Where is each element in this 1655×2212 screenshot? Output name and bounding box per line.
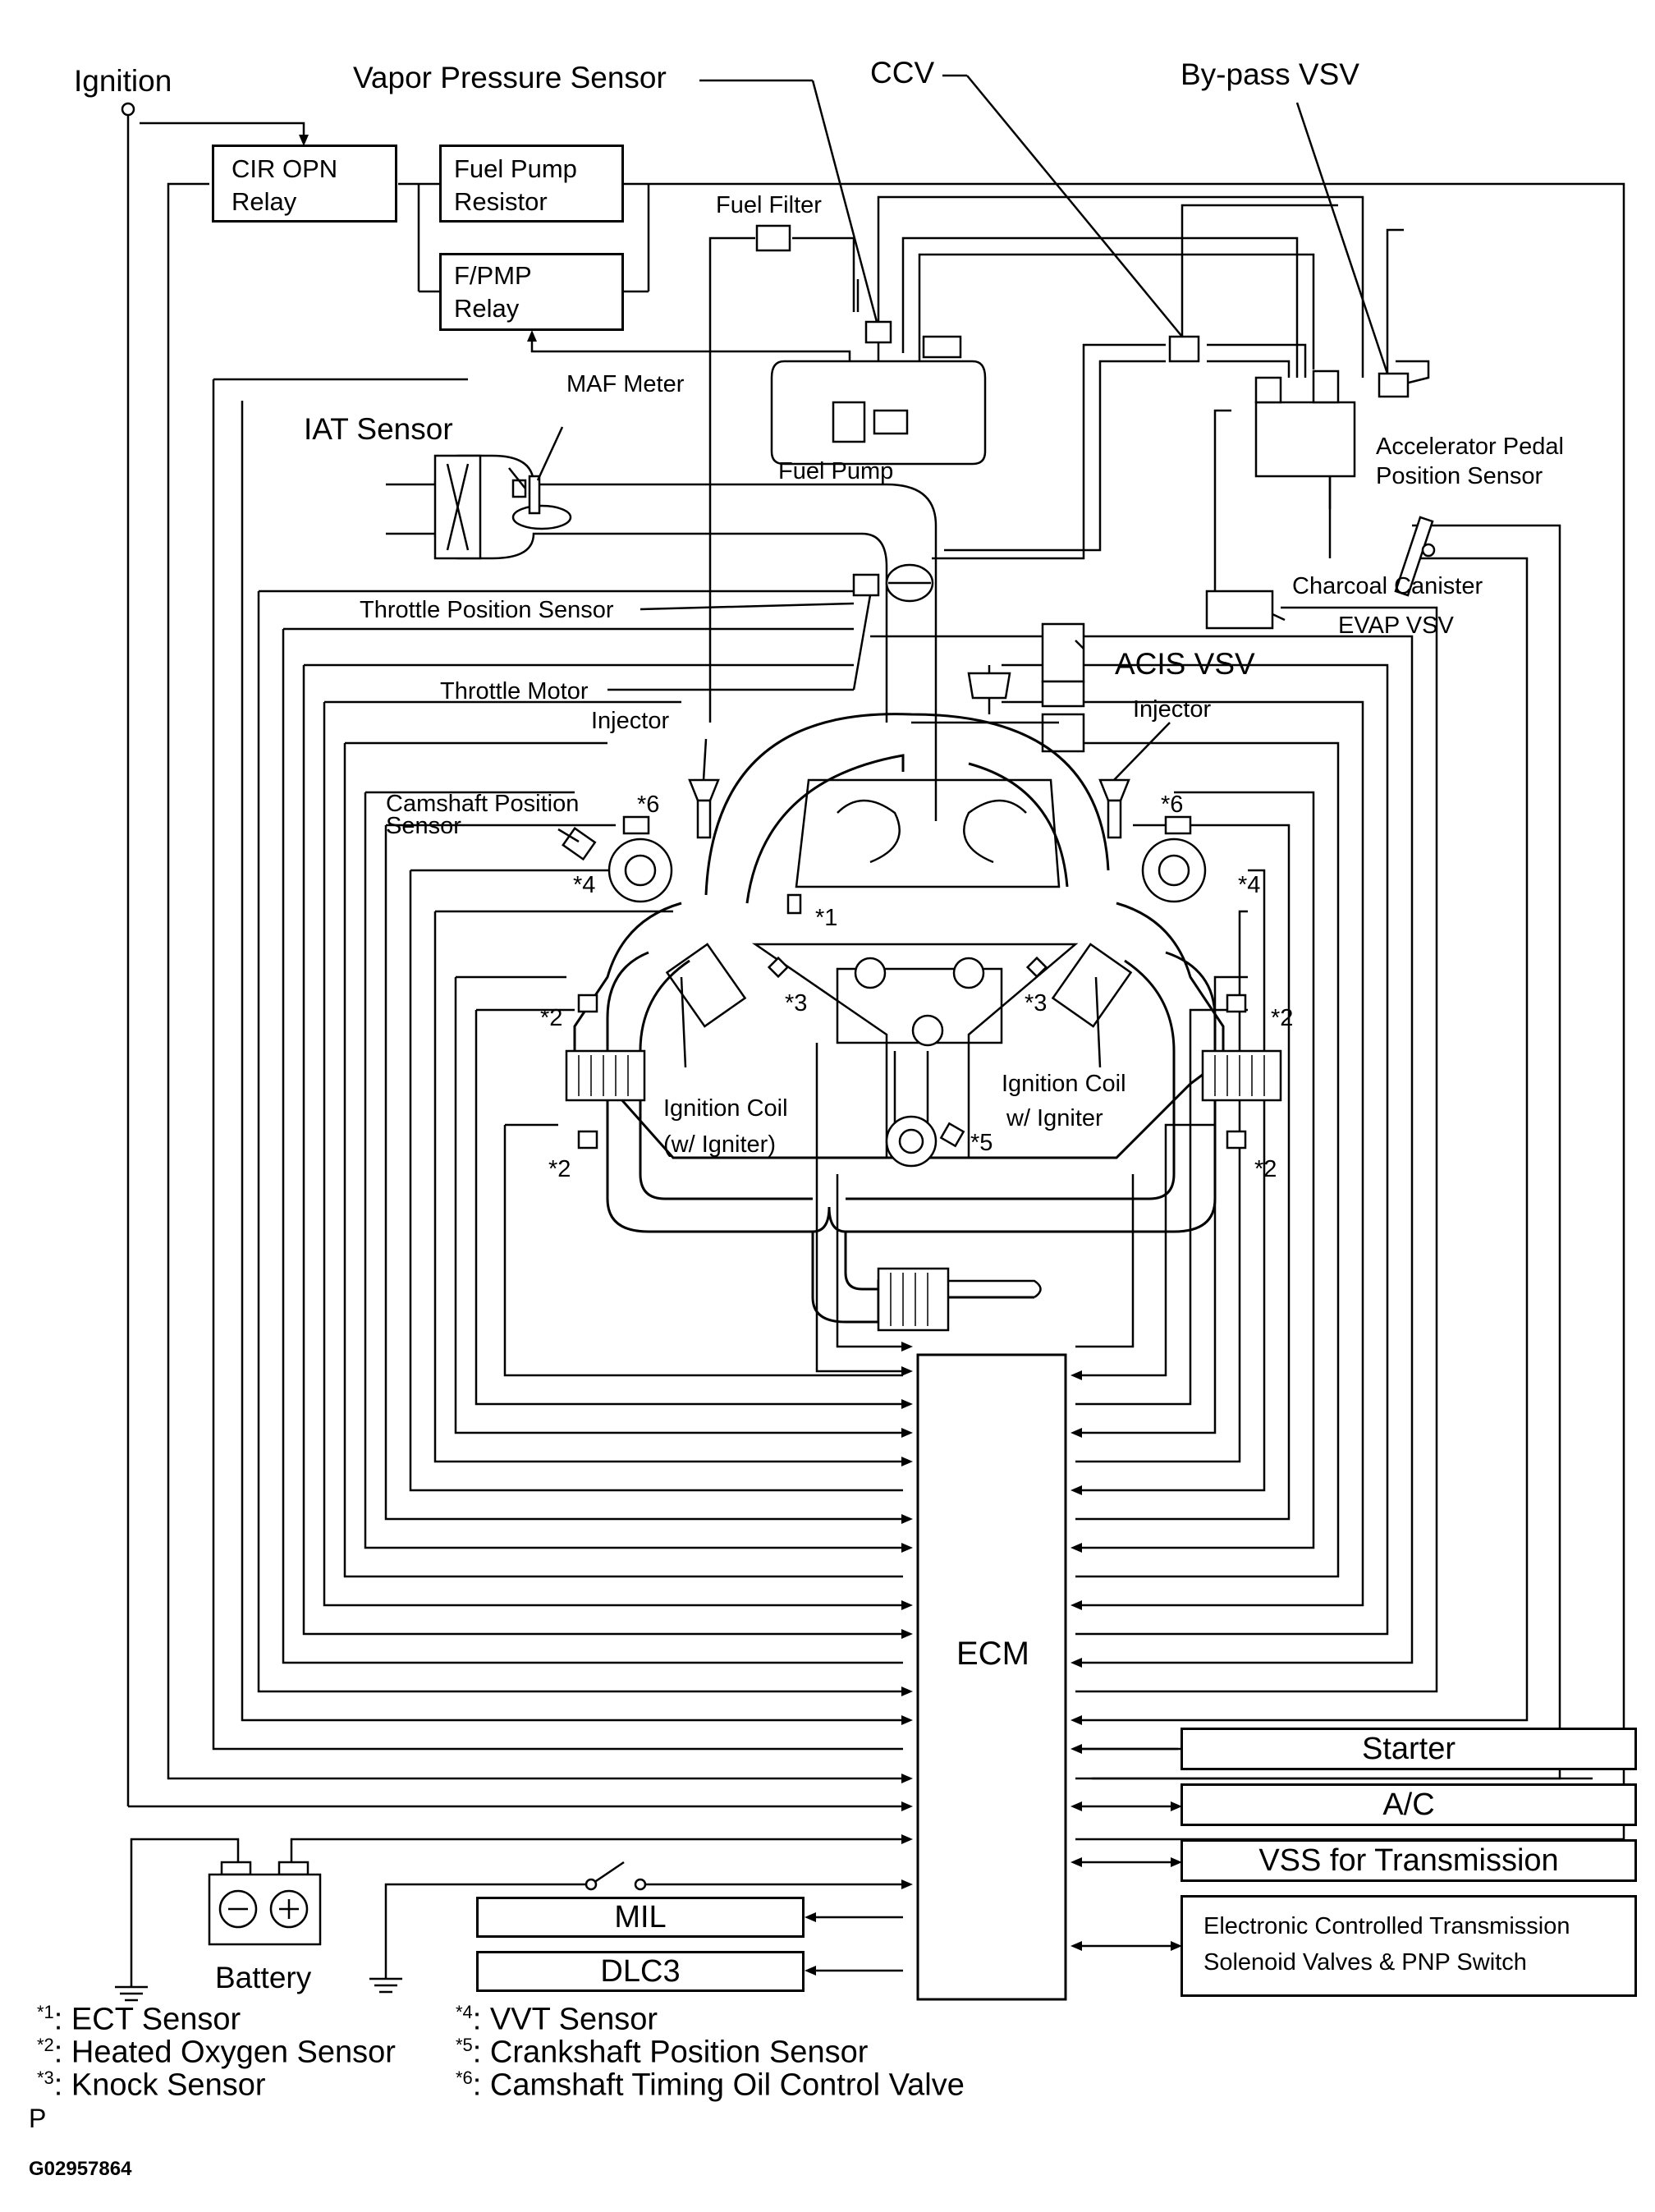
fpmp-relay-box: [439, 253, 624, 331]
legend-3-mark: *3: [37, 2067, 54, 2088]
legend-2-mark: *2: [37, 2035, 54, 2055]
legend-2: *2: Heated Oxygen Sensor: [37, 2035, 396, 2071]
ccv-label: CCV: [870, 56, 935, 89]
iat-sensor-label: IAT Sensor: [304, 412, 453, 446]
marker-2-right-lower: *2: [1254, 1156, 1277, 1182]
camshaft-position-sensor-label-line2: Sensor: [386, 813, 461, 839]
starter-box: Starter: [1181, 1728, 1637, 1770]
marker-1: *1: [815, 905, 838, 931]
fuel-pump-resistor-box: [439, 145, 624, 223]
fuel-pump-label: Fuel Pump: [778, 458, 894, 484]
legend-4-text: : VVT Sensor: [472, 2002, 658, 2037]
legend-5-text: : Crankshaft Position Sensor: [472, 2035, 869, 2070]
ignition-label: Ignition: [74, 64, 172, 98]
fpmp-relay-line1: F/PMP: [454, 261, 532, 290]
marker-6-right: *6: [1161, 792, 1184, 818]
marker-3-right: *3: [1025, 990, 1048, 1017]
legend-1-mark: *1: [37, 2002, 54, 2022]
accelerator-pedal-label-line1: Accelerator Pedal: [1376, 434, 1564, 460]
ac-box: A/C: [1181, 1783, 1637, 1826]
ignition-coil-left-label-line2: (w/ Igniter): [663, 1131, 776, 1158]
marker-3-left: *3: [785, 990, 808, 1017]
ect-solenoid-line1: Electronic Controlled Transmission: [1203, 1913, 1570, 1939]
fuel-pump-resistor-line2: Resistor: [454, 187, 548, 216]
charcoal-canister-label: Charcoal Canister: [1292, 573, 1483, 599]
legend-2-text: : Heated Oxygen Sensor: [53, 2035, 396, 2070]
vss-box: VSS for Transmission: [1181, 1839, 1637, 1882]
marker-6-left: *6: [637, 792, 660, 818]
legend-5-mark: *5: [456, 2035, 473, 2055]
marker-2-left-lower: *2: [548, 1156, 571, 1182]
legend-4: *4: VVT Sensor: [456, 2002, 658, 2038]
legend-1: *1: ECT Sensor: [37, 2002, 241, 2038]
throttle-position-sensor-label: Throttle Position Sensor: [360, 597, 614, 623]
cir-opn-relay-line1: CIR OPN: [232, 154, 338, 183]
legend-6-text: : Camshaft Timing Oil Control Valve: [472, 2067, 965, 2103]
figure-code: G02957864: [29, 2158, 132, 2180]
ecm-label: ECM: [956, 1636, 1029, 1672]
camshaft-position-sensor-label-line1: Camshaft Position: [386, 791, 580, 817]
legend-6: *6: Camshaft Timing Oil Control Valve: [456, 2067, 965, 2104]
mil-box: MIL: [476, 1897, 805, 1938]
vapor-pressure-sensor-label: Vapor Pressure Sensor: [353, 61, 667, 94]
ignition-coil-left-label-line1: Ignition Coil: [663, 1095, 788, 1122]
fpmp-relay-line2: Relay: [454, 294, 520, 323]
ect-solenoid-line2: Solenoid Valves & PNP Switch: [1203, 1949, 1527, 1976]
marker-4-right: *4: [1238, 872, 1261, 898]
throttle-motor-label: Throttle Motor: [440, 678, 589, 704]
marker-5: *5: [970, 1130, 993, 1156]
page-letter: P: [29, 2104, 47, 2133]
ignition-coil-right-label-line1: Ignition Coil: [1002, 1071, 1126, 1097]
legend-5: *5: Crankshaft Position Sensor: [456, 2035, 868, 2071]
maf-meter-label: MAF Meter: [566, 371, 685, 397]
legend-4-mark: *4: [456, 2002, 473, 2022]
injector-left-label: Injector: [591, 708, 670, 734]
legend-3: *3: Knock Sensor: [37, 2067, 265, 2104]
evap-vsv-label: EVAP VSV: [1338, 613, 1454, 639]
battery-label: Battery: [215, 1961, 312, 1994]
fuel-pump-resistor-line1: Fuel Pump: [454, 154, 577, 183]
ignition-coil-right-label-line2: w/ Igniter: [1006, 1105, 1103, 1131]
accelerator-pedal-label-line2: Position Sensor: [1376, 463, 1543, 489]
marker-2-right-upper: *2: [1271, 1005, 1294, 1031]
legend-3-text: : Knock Sensor: [53, 2067, 266, 2103]
legend-1-text: : ECT Sensor: [53, 2002, 241, 2037]
marker-4-left: *4: [573, 872, 596, 898]
acis-vsv-label: ACIS VSV: [1115, 647, 1255, 681]
cir-opn-relay-line2: Relay: [232, 187, 297, 216]
marker-2-left-upper: *2: [540, 1005, 563, 1031]
dlc3-box: DLC3: [476, 1951, 805, 1992]
injector-right-label: Injector: [1133, 696, 1212, 723]
bypass-vsv-label: By-pass VSV: [1181, 57, 1359, 91]
fuel-filter-label: Fuel Filter: [716, 192, 822, 218]
legend-6-mark: *6: [456, 2067, 473, 2088]
cir-opn-relay-box: [212, 145, 397, 223]
ect-solenoid-box: [1181, 1895, 1637, 1997]
